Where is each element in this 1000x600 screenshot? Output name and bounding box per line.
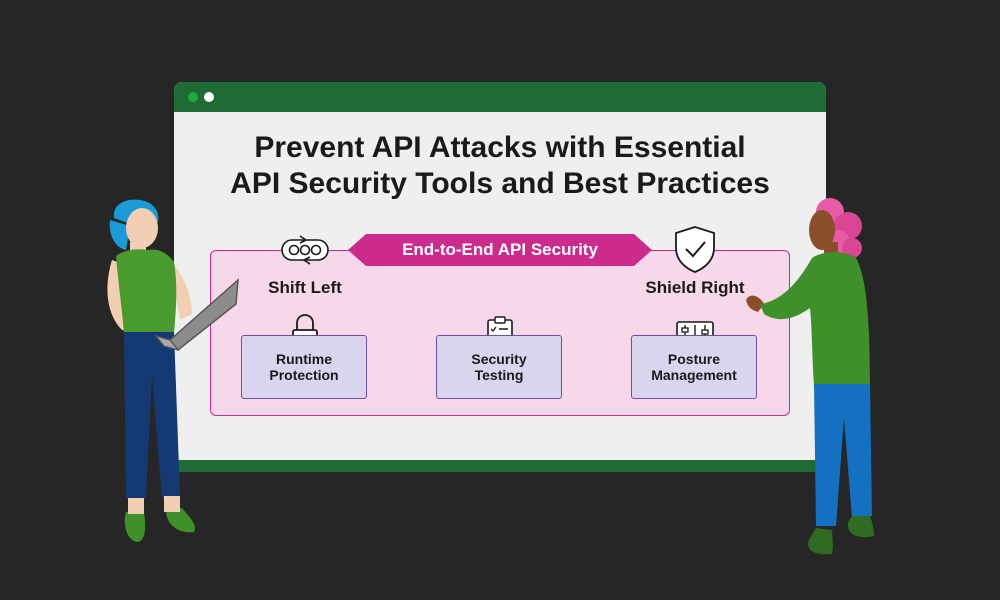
card-line: Protection — [269, 367, 339, 383]
shift-left-label: Shift Left — [268, 278, 342, 297]
person-gesturing-illustration — [746, 198, 874, 555]
shield-check-icon — [675, 226, 715, 273]
card-line: Posture — [667, 351, 721, 367]
card-line: Security — [471, 351, 527, 367]
banner-label: End-to-End API Security — [402, 240, 598, 259]
window-bottom-bar — [174, 460, 826, 472]
page-title-line-2: API Security Tools and Best Practices — [230, 167, 770, 200]
window-title-bar — [174, 82, 826, 112]
shield-right-label: Shield Right — [645, 278, 745, 297]
card-line: Testing — [474, 367, 524, 383]
card-line: Runtime — [275, 351, 332, 367]
window-dot-white — [204, 92, 214, 102]
window-dot-green — [188, 92, 198, 102]
gears-cycle-icon — [281, 235, 329, 265]
page-title-line-1: Prevent API Attacks with Essential — [254, 131, 746, 164]
person-with-laptop-illustration — [107, 199, 239, 542]
card-line: Management — [651, 367, 737, 383]
banner-arrow — [348, 234, 652, 266]
